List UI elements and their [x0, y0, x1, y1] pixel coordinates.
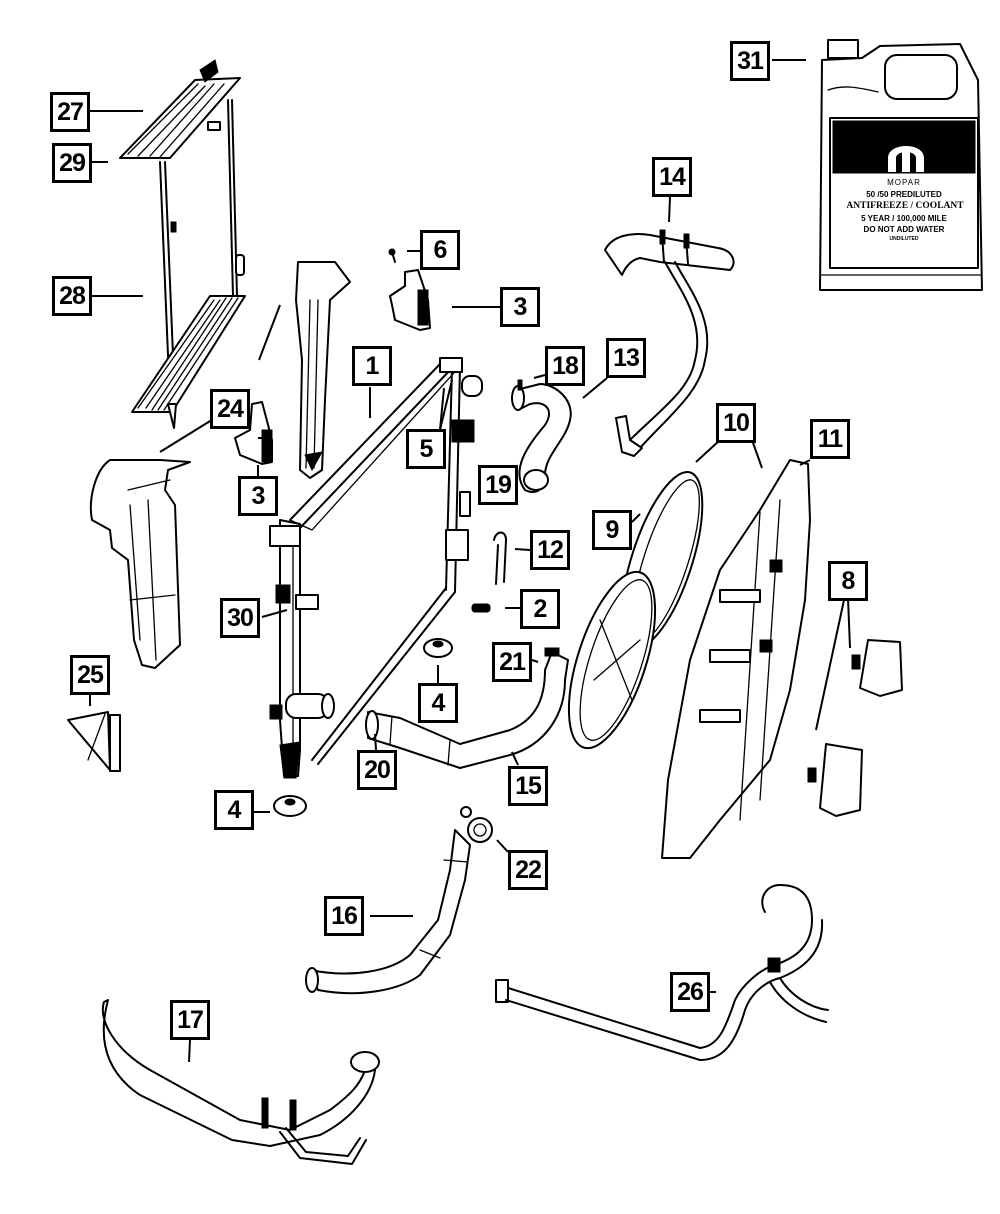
fan-shroud-drawing — [661, 459, 811, 859]
small-hose-drawing — [471, 531, 507, 613]
fan-module-drawing — [807, 639, 903, 817]
callout-3[interactable]: 3 — [238, 476, 278, 516]
callout-9[interactable]: 9 — [592, 510, 632, 550]
air-deflector-drawing — [295, 261, 351, 479]
jug-brand: MOPAR — [887, 178, 921, 187]
callout-16[interactable]: 16 — [324, 896, 364, 936]
upper-hose-drawing — [604, 229, 735, 457]
callout-8[interactable]: 8 — [828, 561, 868, 601]
jug-line-5: UNDILUTED — [889, 236, 919, 242]
callout-26[interactable]: 26 — [670, 972, 710, 1012]
upper-radiator-hose-drawing — [511, 379, 572, 493]
callout-30[interactable]: 30 — [220, 598, 260, 638]
radiator-drawing — [269, 357, 483, 779]
callout-28[interactable]: 28 — [52, 276, 92, 316]
callout-1[interactable]: 1 — [352, 346, 392, 386]
callout-12[interactable]: 12 — [530, 530, 570, 570]
bottle-hose-drawing — [495, 884, 829, 1061]
callout-10[interactable]: 10 — [716, 403, 756, 443]
callout-14[interactable]: 14 — [652, 157, 692, 197]
callout-19[interactable]: 19 — [478, 465, 518, 505]
isolator-drawings — [273, 638, 453, 817]
callout-17[interactable]: 17 — [170, 1000, 210, 1040]
callout-29[interactable]: 29 — [52, 143, 92, 183]
heater-hose-drawing — [101, 999, 380, 1165]
callout-24[interactable]: 24 — [210, 389, 250, 429]
fan-blade-drawing — [567, 471, 704, 750]
callout-20[interactable]: 20 — [357, 750, 397, 790]
jug-line-4: DO NOT ADD WATER — [863, 225, 945, 234]
callout-4[interactable]: 4 — [418, 683, 458, 723]
callout-2[interactable]: 2 — [520, 589, 560, 629]
seal-frame-drawing — [119, 59, 246, 429]
callout-3[interactable]: 3 — [500, 287, 540, 327]
callout-5[interactable]: 5 — [406, 429, 446, 469]
coolant-jug-drawing — [819, 39, 983, 291]
left-deflector-drawing — [89, 459, 191, 669]
lower-radiator-hose-drawing — [365, 647, 569, 769]
lower-hose-drawing — [305, 806, 493, 995]
callout-18[interactable]: 18 — [545, 346, 585, 386]
callout-27[interactable]: 27 — [50, 92, 90, 132]
callout-21[interactable]: 21 — [492, 642, 532, 682]
callout-13[interactable]: 13 — [606, 338, 646, 378]
jug-line-2: ANTIFREEZE / COOLANT — [846, 201, 964, 211]
bracket-drawings — [234, 248, 431, 465]
callout-6[interactable]: 6 — [420, 230, 460, 270]
callout-31[interactable]: 31 — [730, 41, 770, 81]
leader-lines — [89, 59, 851, 1063]
callout-11[interactable]: 11 — [810, 419, 850, 459]
callout-15[interactable]: 15 — [508, 766, 548, 806]
callout-22[interactable]: 22 — [508, 850, 548, 890]
callout-4[interactable]: 4 — [214, 790, 254, 830]
air-seal-drawing — [67, 711, 121, 772]
callout-25[interactable]: 25 — [70, 655, 110, 695]
jug-line-3: 5 YEAR / 100,000 MILE — [861, 214, 947, 223]
jug-line-1: 50 /50 PREDILUTED — [866, 190, 942, 199]
